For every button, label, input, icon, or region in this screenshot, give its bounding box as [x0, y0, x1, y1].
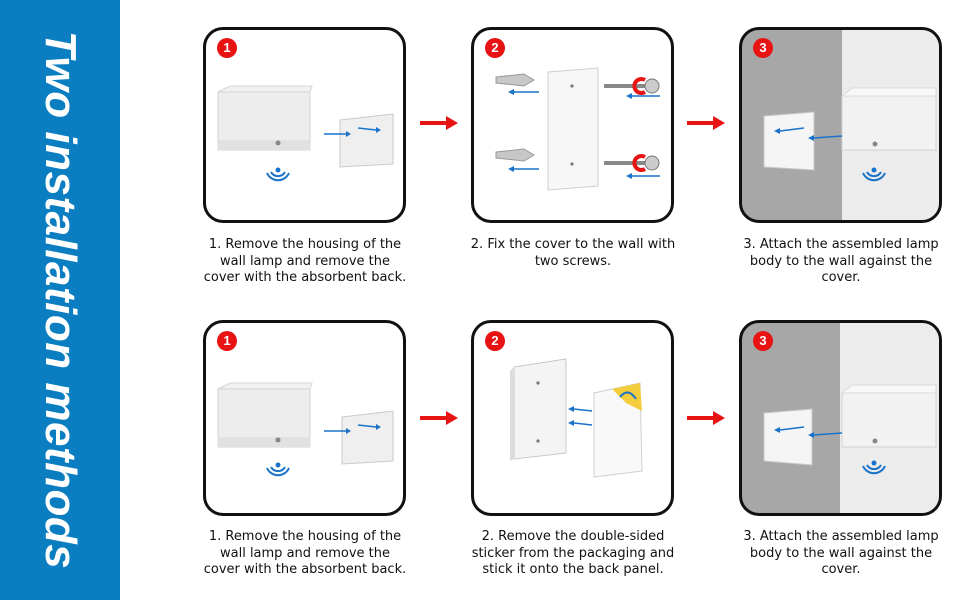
- step-panel-2-3: 3: [739, 320, 942, 516]
- step-caption: 3. Attach the assembled lamp body to the…: [743, 237, 939, 285]
- magnet-waves-icon: [266, 462, 290, 477]
- lamp-attach-illustration: [763, 87, 937, 171]
- step-panel-2-2: 2: [471, 320, 674, 516]
- next-step-arrow-icon: [420, 116, 458, 130]
- step-panel-2-1: 1: [203, 320, 406, 516]
- step-panel-1-3: 3: [739, 27, 942, 223]
- lamp-disassembly-illustration: [217, 85, 394, 168]
- lamp-disassembly-illustration: [217, 382, 394, 465]
- wall-anchor-icon: [495, 73, 535, 162]
- magnet-waves-icon: [862, 460, 886, 475]
- step-panel-1-1: 1: [203, 27, 406, 223]
- step-number-badge: 2: [485, 38, 505, 58]
- step-panel-1-2: 2: [471, 27, 674, 223]
- step-number-badge: 3: [753, 38, 773, 58]
- page-title: Two installation methods: [36, 30, 85, 570]
- screw-mounting-illustration: [495, 67, 660, 191]
- step-caption: 3. Attach the assembled lamp body to the…: [743, 529, 939, 577]
- screw-icon: [604, 77, 660, 172]
- sticker-mounting-illustration: [510, 358, 643, 478]
- next-step-arrow-icon: [687, 411, 725, 425]
- step-number-badge: 2: [485, 331, 505, 351]
- step-number-badge: 1: [217, 331, 237, 351]
- lamp-attach-illustration: [763, 384, 937, 466]
- step-caption: 1. Remove the housing of the wall lamp a…: [203, 237, 407, 285]
- step-caption: 2. Fix the cover to the wall with two sc…: [470, 237, 676, 269]
- next-step-arrow-icon: [687, 116, 725, 130]
- step-number-badge: 1: [217, 38, 237, 58]
- sidebar: Two installation methods: [0, 0, 120, 600]
- step-number-badge: 3: [753, 331, 773, 351]
- step-caption: 2. Remove the double-sided sticker from …: [471, 529, 675, 577]
- step-caption: 1. Remove the housing of the wall lamp a…: [203, 529, 407, 577]
- magnet-waves-icon: [266, 167, 290, 182]
- next-step-arrow-icon: [420, 411, 458, 425]
- magnet-waves-icon: [862, 167, 886, 182]
